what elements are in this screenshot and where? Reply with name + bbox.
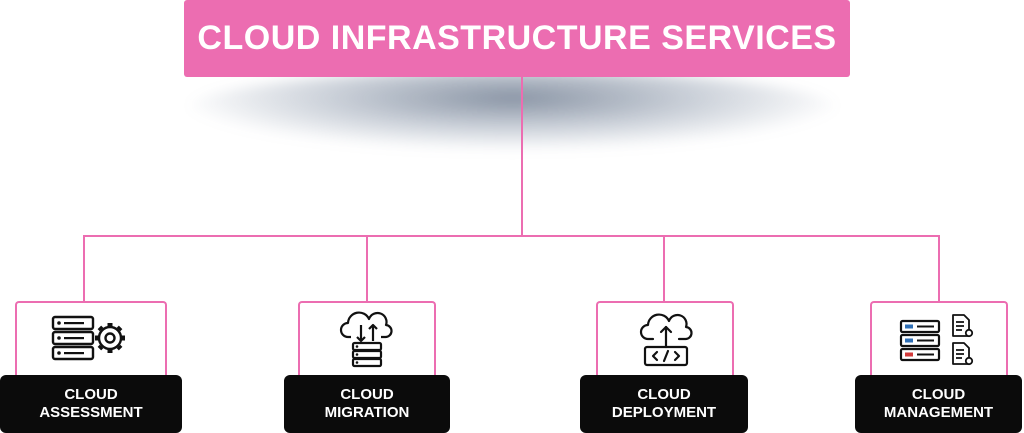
service-label: CLOUD MIGRATION (284, 375, 450, 433)
service-card-migration: CLOUD MIGRATION (284, 301, 450, 433)
service-card-deployment: CLOUD DEPLOYMENT (580, 301, 748, 433)
service-label: CLOUD ASSESSMENT (0, 375, 182, 433)
label-line-2: MIGRATION (324, 404, 410, 421)
service-card-assessment: CLOUD ASSESSMENT (0, 301, 182, 433)
label-line-2: ASSESSMENT (39, 404, 143, 421)
service-card-management: CLOUD MANAGEMENT (855, 301, 1022, 433)
label-line-2: MANAGEMENT (883, 404, 994, 421)
title-shadow (185, 70, 840, 150)
label-line-1: CLOUD (637, 386, 691, 403)
label-line-2: DEPLOYMENT (611, 404, 717, 421)
service-label: CLOUD DEPLOYMENT (580, 375, 748, 433)
label-line-1: CLOUD (911, 386, 966, 403)
diagram-title: CLOUD INFRASTRUCTURE SERVICES (184, 0, 850, 77)
label-line-1: CLOUD (64, 386, 118, 403)
cloud-upload-code-icon (639, 313, 693, 367)
server-documents-icon (899, 314, 974, 366)
label-line-1: CLOUD (340, 386, 394, 403)
cloud-upload-download-server-icon (339, 311, 393, 368)
server-gear-icon (51, 315, 125, 361)
service-label: CLOUD MANAGEMENT (855, 375, 1022, 433)
